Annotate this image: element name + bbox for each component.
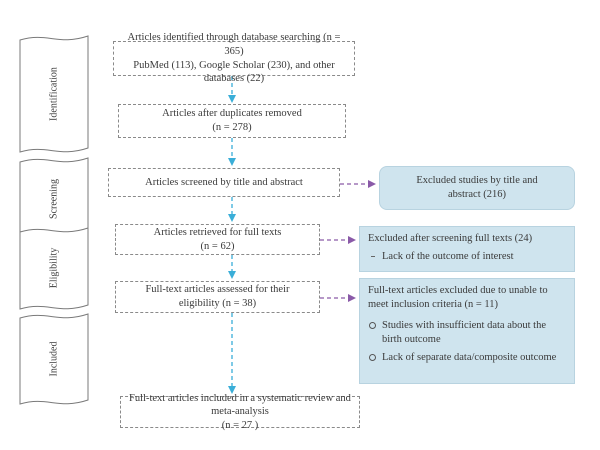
box-identified-line2: PubMed (113), Google Scholar (230), and …: [133, 59, 335, 85]
stage-label-screening: Screening: [48, 179, 60, 219]
stage-label-eligibility: Eligibility: [48, 247, 60, 289]
box-assessed: Full-text articles assessed for their el…: [115, 281, 320, 313]
excluded-title-abstract-line2: abstract (216): [447, 189, 507, 200]
excluded-criteria-heading: Full-text articles excluded due to unabl…: [368, 285, 548, 310]
stage-label-identification: Identification: [48, 67, 60, 121]
excluded-full-text-box: Excluded after screening full texts (24)…: [359, 226, 575, 272]
box-after-duplicates-line1: Articles after duplicates removed: [162, 108, 302, 120]
box-assessed-line1: Full-text articles assessed for their: [145, 284, 290, 296]
stage-shape-identification: [19, 35, 89, 153]
box-screened-line1: Articles screened by title and abstract: [145, 176, 303, 188]
excluded-criteria-list: Studies with insufficient data about the…: [368, 319, 566, 364]
excluded-full-text-heading: Excluded after screening full texts (24): [368, 233, 533, 244]
box-retrieved-line2: (n = 62): [200, 240, 235, 252]
excluded-title-abstract-box: Excluded studies by title and abstract (…: [379, 166, 575, 210]
box-after-duplicates-line2: (n = 278): [212, 122, 252, 133]
excluded-full-text-item: Lack of the outcome of interest: [368, 250, 566, 264]
excluded-criteria-item: Lack of separate data/composite outcome: [368, 351, 566, 365]
excluded-title-abstract-line1: Excluded studies by title and: [416, 175, 538, 187]
box-included-line1: Full-text articles included in a systema…: [129, 392, 351, 418]
excluded-criteria-box: Full-text articles excluded due to unabl…: [359, 278, 575, 384]
excluded-full-text-list: Lack of the outcome of interest: [368, 250, 566, 264]
excluded-criteria-item: Studies with insufficient data about the…: [368, 319, 566, 346]
stage-shape-included: [19, 313, 89, 405]
box-included: Full-text articles included in a systema…: [120, 393, 360, 431]
box-after-duplicates: Articles after duplicates removed (n = 2…: [118, 104, 346, 138]
stage-label-included: Included: [48, 341, 60, 377]
box-identified-line1: Articles identified through database sea…: [127, 32, 341, 57]
stage-shape-eligibility: [19, 227, 89, 310]
box-screened: Articles screened by title and abstract: [108, 168, 340, 197]
box-assessed-line2: eligibility (n = 38): [178, 298, 257, 309]
box-retrieved: Articles retrieved for full texts (n = 6…: [115, 224, 320, 255]
box-retrieved-line1: Articles retrieved for full texts: [153, 226, 282, 238]
box-identified: Articles identified through database sea…: [113, 32, 355, 84]
box-included-line2: (n = 27 ): [221, 419, 259, 431]
